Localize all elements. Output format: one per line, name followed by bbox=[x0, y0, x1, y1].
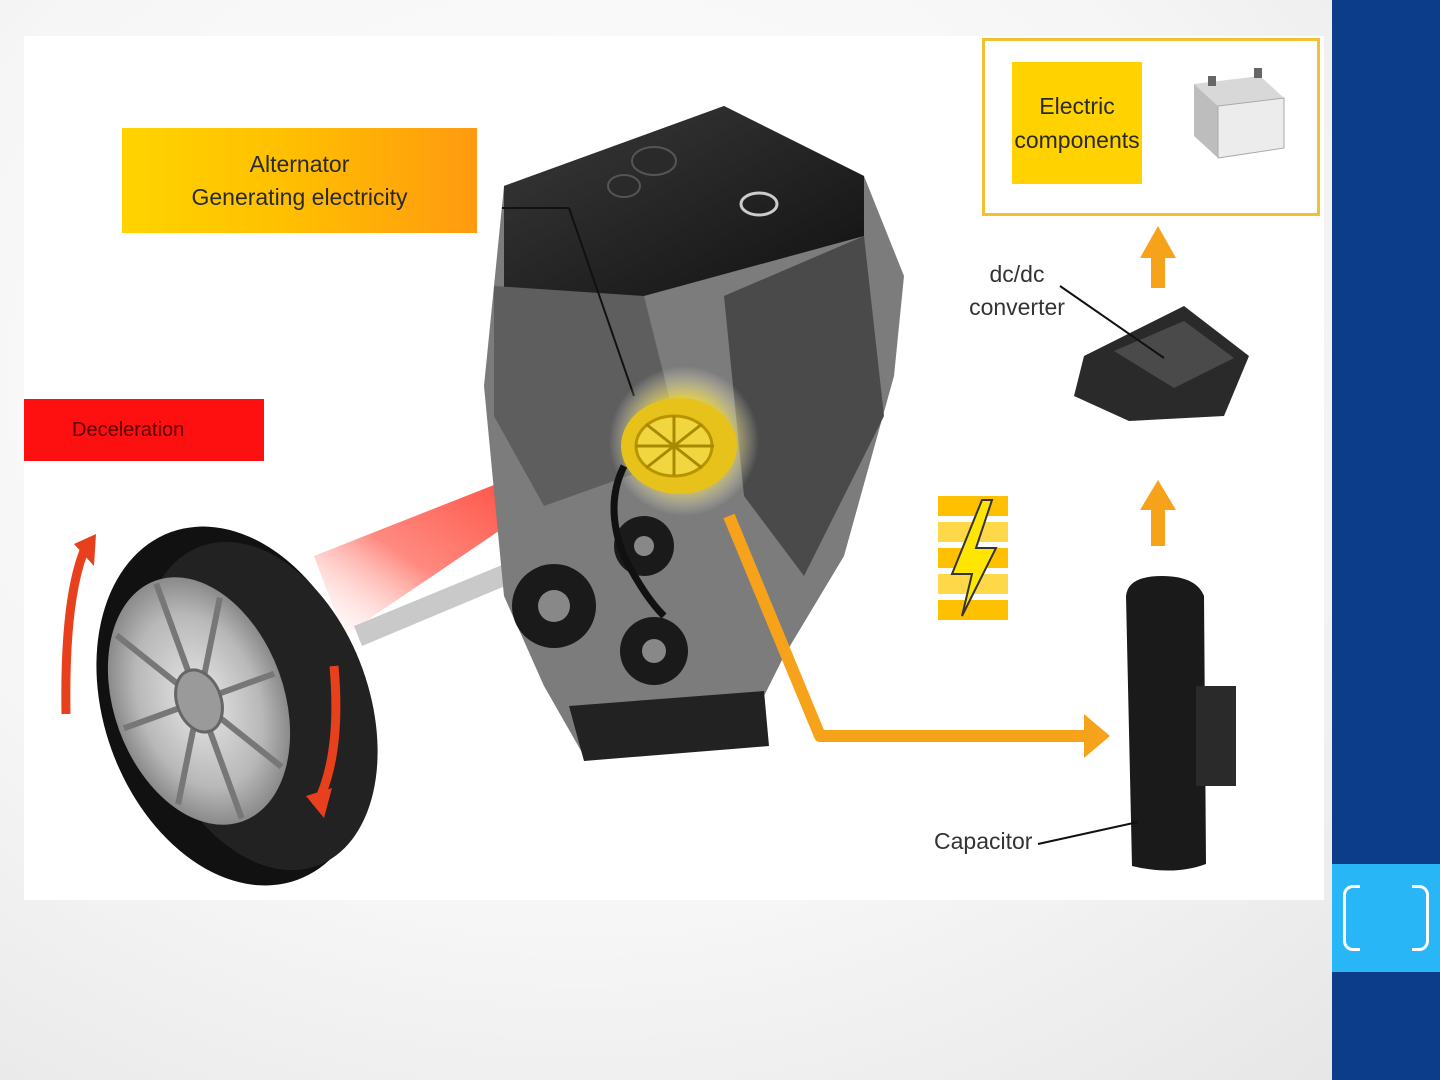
electric-components-label-line2: components bbox=[1014, 123, 1139, 157]
dcdc-converter-icon bbox=[1060, 286, 1249, 421]
electric-components-label-box: Electric components bbox=[1012, 62, 1142, 184]
deceleration-label-box: Deceleration bbox=[24, 399, 264, 461]
alternator-label-box: Alternator Generating electricity bbox=[122, 128, 477, 233]
dcdc-converter-label: dc/dc converter bbox=[962, 258, 1072, 324]
dcdc-label-line1: dc/dc bbox=[962, 258, 1072, 291]
capacitor-label: Capacitor bbox=[934, 828, 1032, 855]
flow-arrow-to-components bbox=[1140, 226, 1176, 288]
alternator-label-line2: Generating electricity bbox=[191, 181, 407, 214]
dcdc-label-line2: converter bbox=[962, 291, 1072, 324]
electric-components-label-line1: Electric bbox=[1039, 89, 1114, 123]
capacitor-icon bbox=[1038, 576, 1236, 871]
lightning-icon bbox=[938, 496, 1008, 620]
regenerative-braking-diagram: Alternator Generating electricity Decele… bbox=[24, 36, 1324, 900]
slide-number-bracket bbox=[1343, 885, 1429, 951]
rotation-arrow-up bbox=[66, 534, 96, 714]
deceleration-label: Deceleration bbox=[72, 419, 184, 442]
flow-arrow-to-dcdc bbox=[1140, 480, 1176, 546]
alternator-label-line1: Alternator bbox=[250, 148, 350, 181]
